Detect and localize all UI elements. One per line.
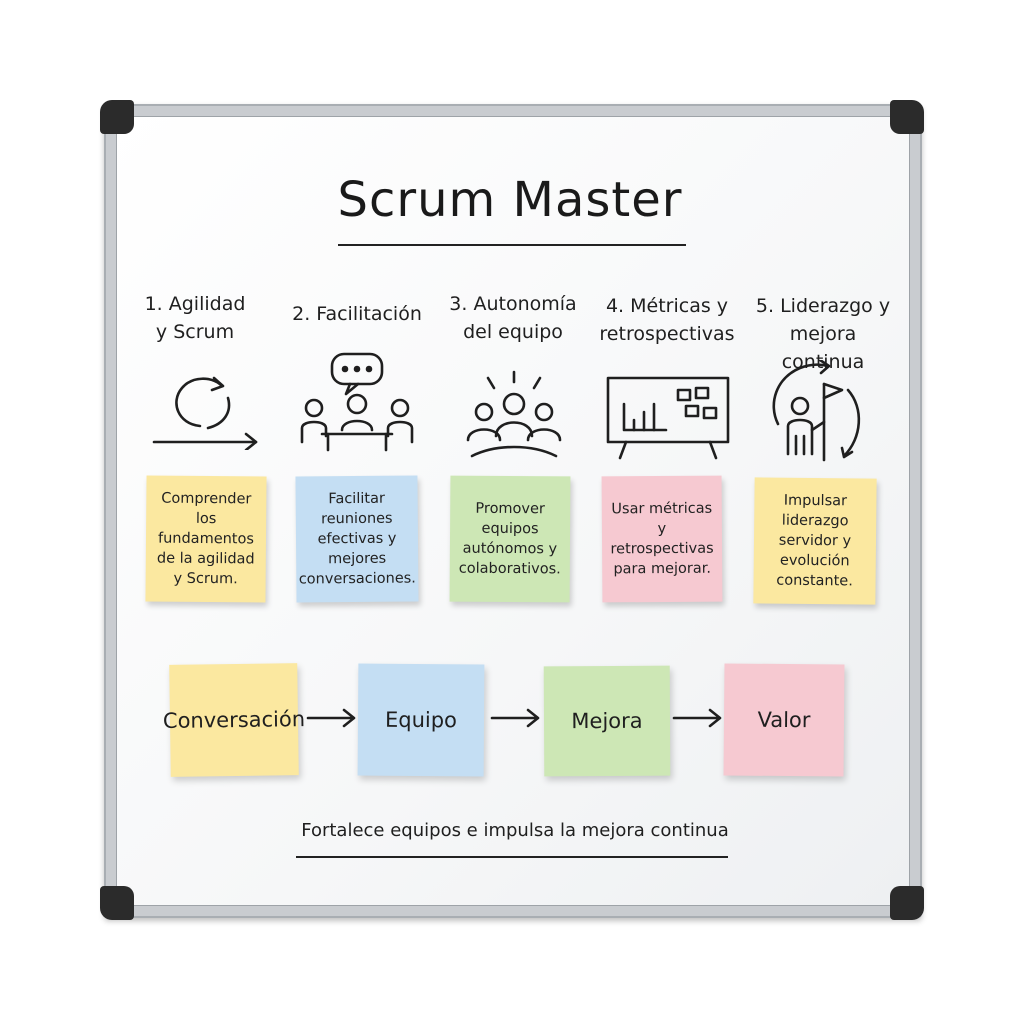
metrics-board-icon	[604, 374, 732, 460]
section-heading-1: 1. Agilidad y Scrum	[144, 293, 246, 343]
board-title: Scrum Master	[337, 172, 683, 228]
note-text-4: Usar métricas y retrospectivas para mejo…	[610, 500, 714, 578]
team-icon	[460, 368, 568, 460]
footer-caption: Fortalece equipos e impulsa la mejora co…	[301, 820, 729, 841]
sticky-note-5: Impulsar liderazgo servidor y evolución …	[753, 477, 877, 605]
board-corner-top-left	[100, 100, 134, 134]
footer-underline	[296, 856, 728, 858]
section-heading-2: 2. Facilitación	[292, 303, 422, 325]
note-text-3: Promover equipos autónomos y colaborativ…	[458, 500, 561, 578]
sticky-note-3: Promover equipos autónomos y colaborativ…	[449, 475, 571, 603]
leader-flag-icon	[766, 360, 870, 466]
arrow-right-icon	[490, 708, 542, 732]
cycle-arrow-icon	[148, 366, 264, 450]
sticky-note-2: Facilitar reuniones efectivas y mejores …	[295, 475, 419, 603]
board-corner-top-right	[890, 100, 924, 134]
arrow-right-icon	[306, 708, 358, 732]
meeting-icon	[298, 350, 416, 454]
board-corner-bottom-right	[890, 886, 924, 920]
flow-step-3: Mejora	[543, 665, 671, 777]
note-text-1: Comprender los fundamentos de la agilida…	[156, 490, 255, 588]
flow-step-4: Valor	[723, 663, 845, 777]
sticky-note-4: Usar métricas y retrospectivas para mejo…	[601, 475, 723, 603]
flow-step-2: Equipo	[357, 663, 485, 777]
section-heading-3: 3. Autonomía del equipo	[449, 293, 577, 343]
board-corner-bottom-left	[100, 886, 134, 920]
title-underline	[338, 244, 686, 246]
note-text-2: Facilitar reuniones efectivas y mejores …	[298, 490, 416, 588]
arrow-right-icon	[672, 708, 724, 732]
section-heading-4: 4. Métricas y retrospectivas	[599, 295, 735, 345]
sticky-note-1: Comprender los fundamentos de la agilida…	[145, 475, 267, 603]
flow-step-1: Conversación	[163, 663, 305, 777]
note-text-5: Impulsar liderazgo servidor y evolución …	[776, 492, 853, 590]
